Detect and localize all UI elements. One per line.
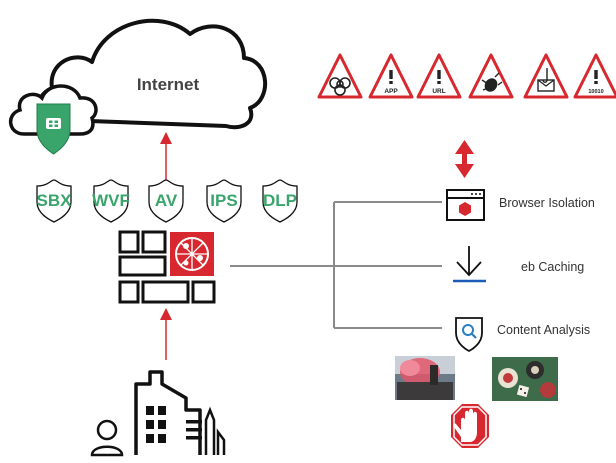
threat-label: URL [432,88,445,95]
web-caching-icon [453,246,486,283]
service-connector [230,201,442,329]
shield-label: AV [155,191,178,210]
browser-isolation-icon [446,189,485,221]
casino-photo [492,357,558,401]
security-services: SBX WVF AV IPS DLP [36,179,298,223]
shield-ips: IPS [206,179,242,223]
shield-label: WVF [92,191,130,210]
internet-cloud: Internet [37,18,267,130]
threat-label: 10010 [588,89,603,95]
building-icon [134,370,226,455]
url-alert-icon: URL [416,53,462,99]
shield-label: IPS [210,191,237,210]
biohazard-icon [317,53,363,99]
bidirectional-arrow-icon [455,140,474,178]
shield-wvf: WVF [92,179,130,223]
user-icon [90,419,124,457]
shield-sbx: SBX [36,179,73,223]
shield-dlp: DLP [262,179,298,223]
shield-label: SBX [37,191,73,210]
fortinet-cloud-icon [9,84,98,155]
shield-label: DLP [263,191,297,210]
stop-hand-icon [451,404,489,448]
bug-alert-icon [468,53,514,99]
app-alert-icon: APP [368,53,414,99]
internet-label: Internet [137,75,200,94]
browser-isolation-label: Browser Isolation [499,196,595,210]
content-analysis-label: Content Analysis [497,323,591,337]
fortigate-firewall-icon [118,230,216,304]
binary-alert-icon: 10010 [573,53,616,99]
threat-label: APP [384,88,398,95]
protest-photo [395,356,455,400]
web-caching-label: eb Caching [521,260,585,274]
threat-icons: APP URL 10010 [317,53,616,99]
shield-av: AV [148,179,184,223]
phishing-alert-icon [523,53,569,99]
content-analysis-icon [455,317,483,353]
